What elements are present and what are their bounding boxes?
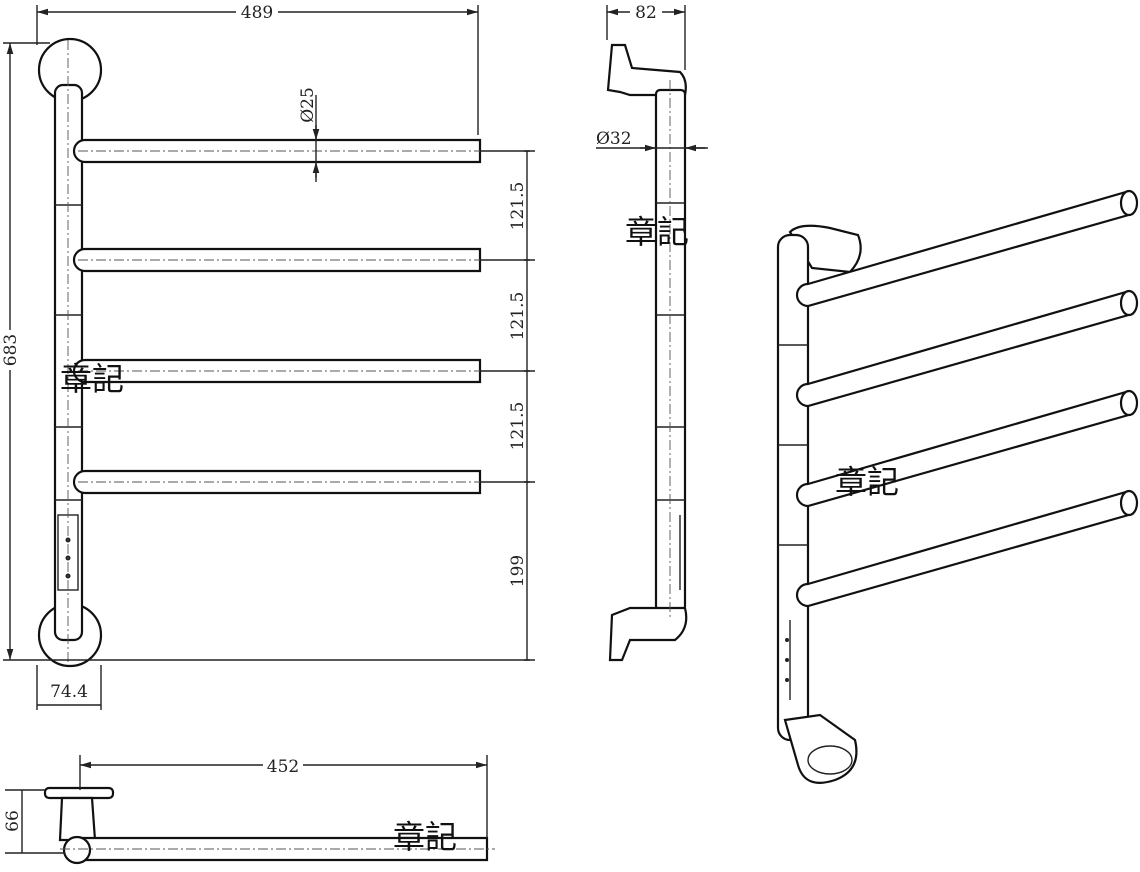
mount-height-dimension: 66: [3, 810, 23, 832]
bottom-offset-dimension: 199: [508, 555, 528, 587]
iso-bottom-mount: [783, 713, 858, 784]
watermark: 章記: [60, 360, 124, 398]
width-dimension: 489: [241, 3, 273, 23]
side-top-bracket: [606, 43, 687, 97]
spacing-dimension-1: 121.5: [508, 182, 528, 231]
iso-towel-bars: [795, 189, 1139, 608]
height-dimension: 683: [1, 334, 21, 366]
pole-diameter-dimension: Ø32: [596, 129, 632, 149]
watermark: 章記: [393, 818, 457, 856]
bottom-mount-flange: [43, 786, 115, 800]
side-bottom-bracket: [608, 606, 688, 662]
watermark: 章記: [625, 213, 689, 251]
towel-bars: [72, 138, 490, 495]
spacing-dimension-2: 121.5: [508, 292, 528, 341]
bottom-pole-section: [62, 835, 92, 865]
front-view: 489 683 Ø25 121.5 121.5 121.5 199 74.4: [1, 2, 535, 710]
spacing-dimension-3: 121.5: [508, 402, 528, 451]
depth-dimension: 82: [635, 3, 657, 23]
watermark: 章記: [835, 463, 899, 501]
bar-diameter-dimension: Ø25: [298, 87, 318, 123]
bottom-view: 452 66: [3, 755, 495, 865]
mount-width-dimension: 74.4: [50, 682, 88, 702]
bar-length-dimension: 452: [267, 757, 299, 777]
side-view: 82 Ø32: [596, 3, 708, 662]
isometric-view: [776, 189, 1139, 784]
